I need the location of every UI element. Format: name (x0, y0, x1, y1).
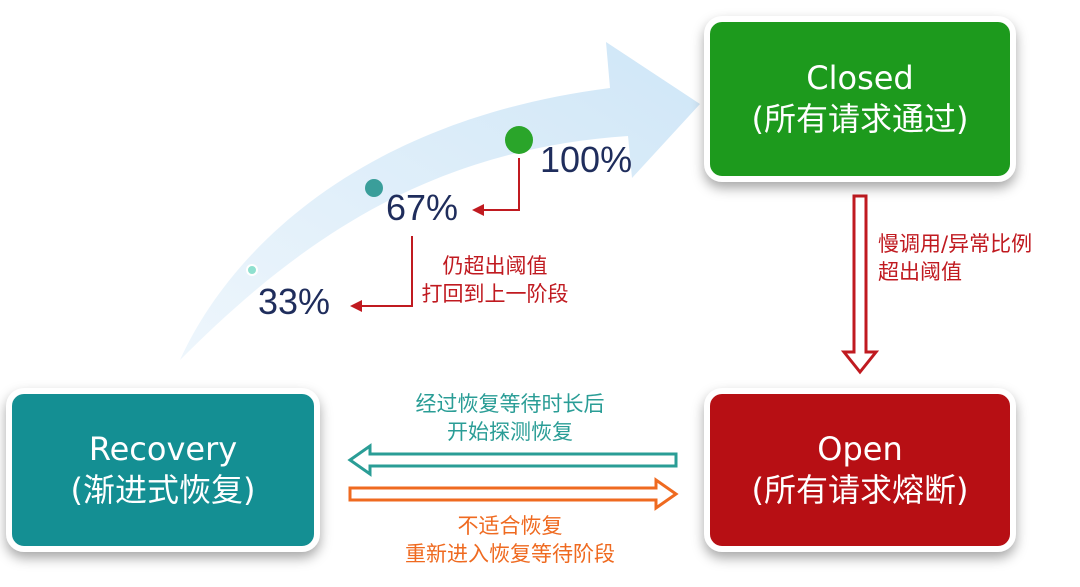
open-to-recovery-label: 经过恢复等待时长后 开始探测恢复 (380, 390, 640, 446)
recovery-to-open-arrow (348, 477, 679, 511)
state-title: Closed (806, 59, 914, 97)
state-title: Recovery (88, 430, 238, 468)
step-dot-33 (246, 264, 258, 276)
label-line: 仍超出阈值 (442, 254, 548, 278)
closed-to-open-arrow (840, 194, 880, 375)
state-subtitle: (渐进式恢复) (70, 471, 256, 509)
arrow-head (472, 204, 484, 216)
step-back-label: 仍超出阈值 打回到上一阶段 (410, 252, 580, 308)
recovery-to-open-label: 不适合恢复 重新进入恢复等待阶段 (370, 512, 650, 568)
step-label-33: 33% (258, 281, 331, 322)
progress-swoosh-arrow (180, 42, 700, 360)
label-line: 慢调用/异常比例 (878, 232, 1033, 256)
state-open: Open (所有请求熔断) (704, 388, 1016, 552)
arrow-head (350, 300, 362, 312)
step-dot-100 (505, 126, 533, 154)
label-line: 经过恢复等待时长后 (415, 392, 605, 416)
state-closed: Closed (所有请求通过) (704, 16, 1016, 182)
label-line: 重新进入恢复等待阶段 (405, 542, 615, 566)
open-to-recovery-arrow (347, 443, 678, 477)
step-dot-67 (365, 179, 383, 197)
closed-to-open-label: 慢调用/异常比例 超出阈值 (878, 230, 1032, 286)
step-label-67: 67% (386, 187, 459, 228)
state-subtitle: (所有请求通过) (751, 100, 969, 138)
step-back-arrow-100-67 (482, 158, 520, 211)
label-line: 不适合恢复 (457, 514, 563, 538)
label-line: 超出阈值 (878, 260, 962, 284)
step-back-arrow-67-33 (360, 236, 413, 307)
step-label-100: 100% (540, 139, 633, 180)
state-title: Open (817, 430, 903, 468)
label-line: 打回到上一阶段 (421, 282, 569, 306)
label-line: 开始探测恢复 (447, 420, 573, 444)
state-subtitle: (所有请求熔断) (751, 471, 969, 509)
state-recovery: Recovery (渐进式恢复) (6, 388, 320, 552)
